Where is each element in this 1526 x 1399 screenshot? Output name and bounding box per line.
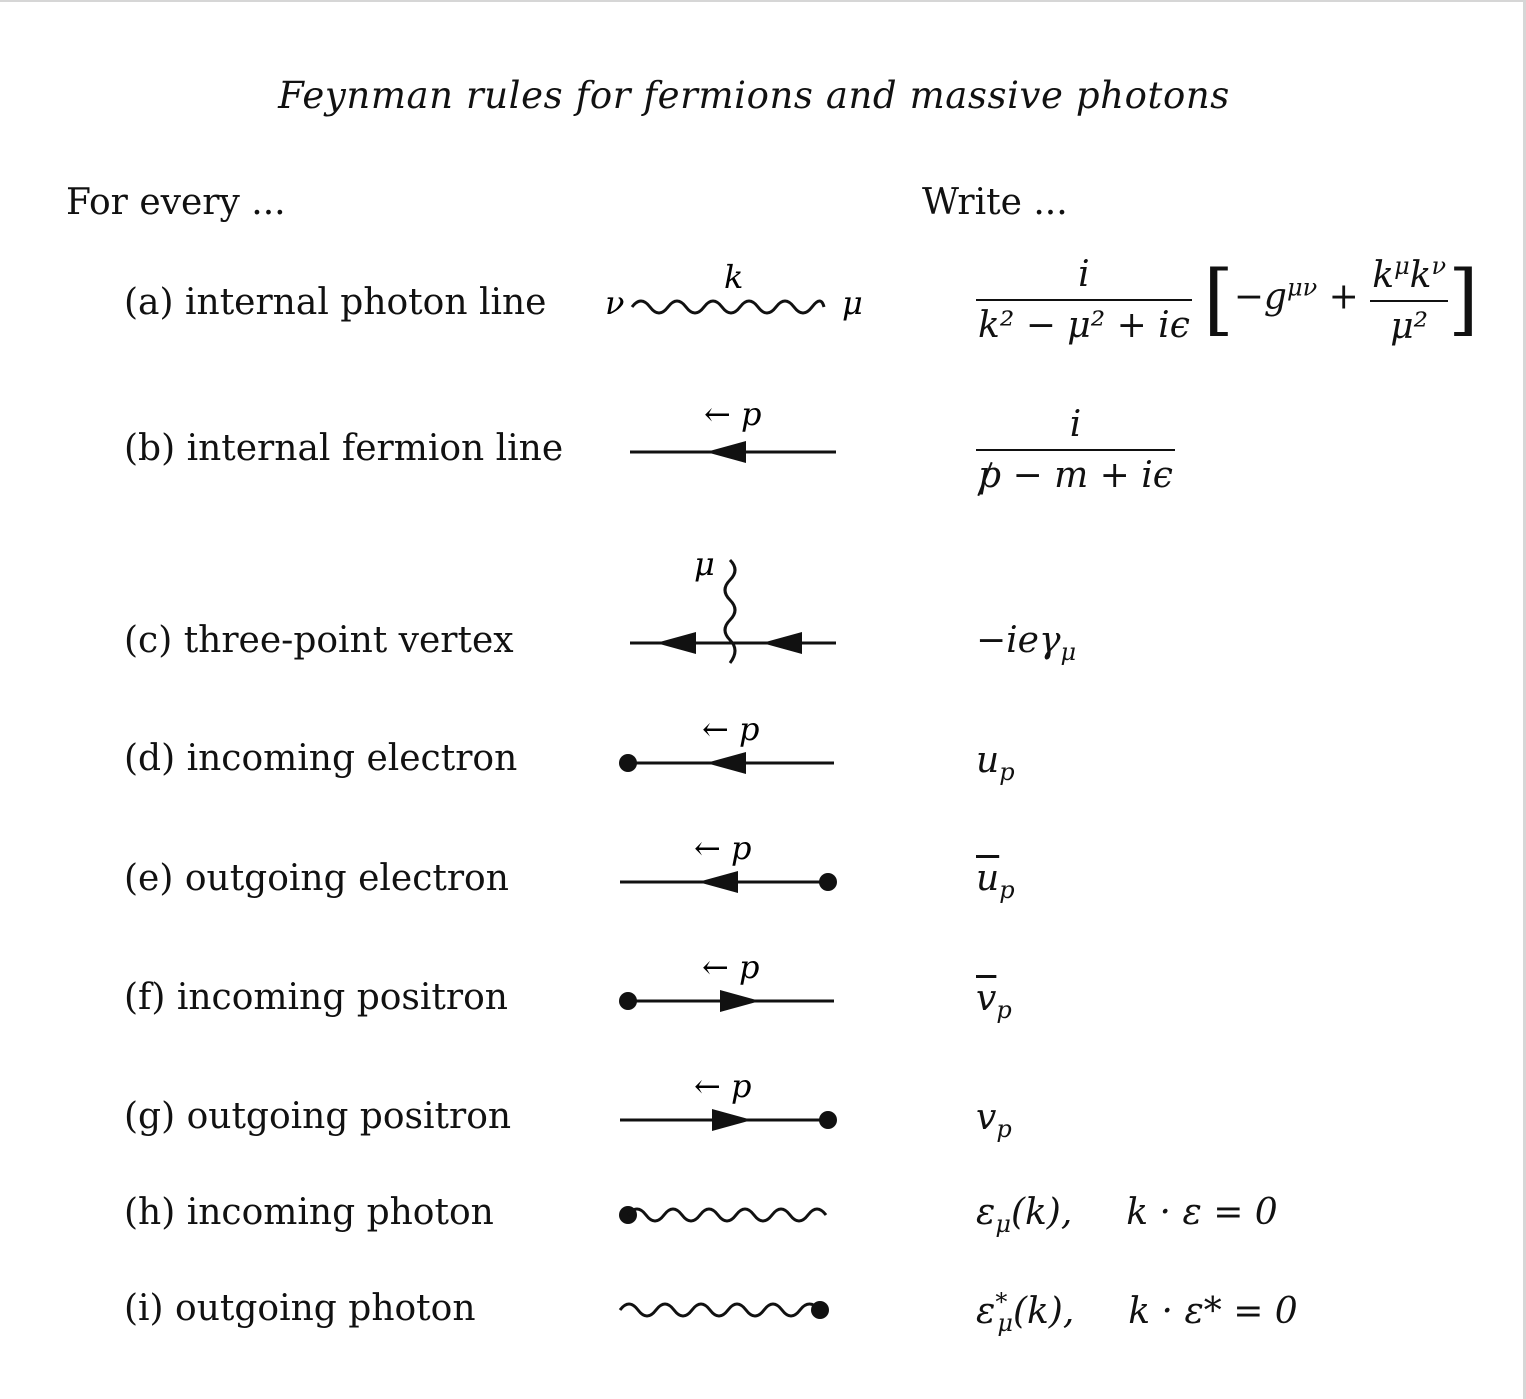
diagram-a-momentum-label: k: [724, 258, 743, 296]
column-heading-right: Write ...: [922, 182, 1068, 223]
metric-indices: μν: [1286, 273, 1318, 302]
rule-label-c: (c) three-point vertex: [124, 620, 514, 661]
diagram-a-left-index: ν: [605, 284, 624, 322]
rule-label-b: (b) internal fermion line: [124, 428, 564, 469]
feynman-slash-p: p: [978, 455, 1002, 496]
condition-i: k · ε* = 0: [1128, 1291, 1298, 1332]
rule-label-i: (i) outgoing photon: [124, 1288, 476, 1329]
expression-h: εμ(k),k · ε = 0: [976, 1192, 1278, 1239]
external-dot-i: [811, 1301, 829, 1319]
wavy-photon-line-i: [618, 1302, 822, 1318]
arrow-right-f: [720, 990, 760, 1012]
fraction-denominator: p − m + iϵ: [978, 455, 1173, 496]
arrow-left-b: [706, 441, 746, 463]
fraction-denominator: k² − μ² + iϵ: [978, 304, 1190, 346]
condition-h: k · ε = 0: [1126, 1192, 1278, 1233]
fraction-numerator: i: [976, 404, 1175, 451]
plus-sign: +: [1328, 276, 1359, 318]
diagram-a-right-index: μ: [842, 284, 863, 322]
page-border-top: [0, 0, 1526, 2]
wavy-photon-line-h: [626, 1207, 828, 1223]
expression-b: i p − m + iϵ: [976, 404, 1175, 496]
page-title: Feynman rules for fermions and massive p…: [278, 74, 1230, 117]
arrow-left-c1: [656, 632, 696, 654]
rule-label-g: (g) outgoing positron: [124, 1096, 512, 1137]
right-bracket: ]: [1448, 254, 1479, 345]
column-heading-left: For every ...: [66, 182, 286, 223]
diagram-f-momentum-label: ← p: [702, 948, 759, 986]
rule-label-e: (e) outgoing electron: [124, 858, 509, 899]
diagram-c-vertex: μ: [630, 545, 836, 664]
diagram-a-photon-propagator: ν μ k: [605, 258, 863, 322]
external-dot-d: [619, 754, 637, 772]
diagram-c-index-label: μ: [694, 545, 715, 583]
arrow-right-g: [712, 1109, 752, 1131]
external-dot-f: [619, 992, 637, 1010]
diagram-g-momentum-label: ← p: [694, 1067, 751, 1105]
diagram-e-momentum-label: ← p: [694, 829, 751, 867]
expression-d: up: [976, 740, 1015, 787]
expression-a: i k² − μ² + iϵ [−gμν + kμkν μ² ]: [976, 252, 1479, 347]
expression-i: ε*μ(k),k · ε* = 0: [976, 1288, 1298, 1338]
expression-f: vp: [976, 978, 1012, 1025]
diagram-b-momentum-label: ← p: [704, 395, 761, 433]
expression-e: up: [976, 858, 1015, 905]
metric-term: −g: [1233, 276, 1287, 318]
rule-label-f: (f) incoming positron: [124, 977, 508, 1018]
fraction-numerator: i: [976, 254, 1192, 301]
diagram-b-fermion-propagator: ← p: [630, 395, 836, 463]
rule-label-h: (h) incoming photon: [124, 1192, 494, 1233]
diagram-f-incoming-positron: ← p: [619, 948, 834, 1012]
arrow-left-c2: [762, 632, 802, 654]
external-dot-e: [819, 873, 837, 891]
barred-spinor: u: [976, 858, 1000, 899]
page-border-right: [1523, 0, 1526, 1399]
wavy-photon-line-a: [630, 299, 826, 315]
rule-label-a: (a) internal photon line: [124, 282, 547, 323]
expression-c: −ieγμ: [976, 620, 1077, 667]
inner-numerator: kμkν: [1370, 252, 1449, 302]
wavy-photon-vertical-c: [723, 558, 737, 664]
rule-label-d: (d) incoming electron: [124, 738, 518, 779]
diagram-d-incoming-electron: ← p: [619, 710, 834, 774]
inner-fraction-a: kμkν μ²: [1370, 252, 1449, 347]
left-bracket: [: [1203, 254, 1234, 345]
diagram-i-outgoing-photon: [618, 1301, 829, 1319]
diagram-e-outgoing-electron: ← p: [620, 829, 837, 893]
barred-spinor: v: [976, 978, 997, 1019]
diagram-d-momentum-label: ← p: [702, 710, 759, 748]
inner-denominator: μ²: [1390, 306, 1429, 347]
diagram-g-outgoing-positron: ← p: [620, 1067, 837, 1131]
arrow-left-d: [706, 752, 746, 774]
expression-g: vp: [976, 1097, 1012, 1144]
arrow-left-e: [698, 871, 738, 893]
diagram-h-incoming-photon: [619, 1206, 828, 1224]
external-dot-g: [819, 1111, 837, 1129]
propagator-fraction-a: i k² − μ² + iϵ: [976, 254, 1192, 346]
